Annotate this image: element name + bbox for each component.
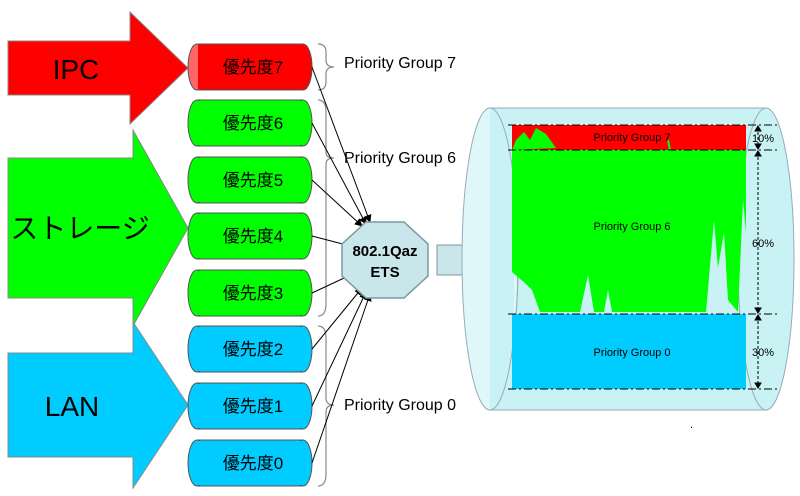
queue-priority-3: 優先度3 xyxy=(187,269,313,317)
ets-line2: ETS xyxy=(370,264,399,281)
queue-6-label: 優先度6 xyxy=(223,114,283,133)
queue-0-label: 優先度0 xyxy=(223,454,283,473)
lan-arrow-shape xyxy=(7,320,189,490)
lan-label: LAN xyxy=(45,391,99,422)
pg6-band xyxy=(512,150,746,312)
chart-pg6-label: Priority Group 6 xyxy=(593,221,670,233)
pg6-percent: 60% xyxy=(752,238,774,250)
queue-5-label: 優先度5 xyxy=(223,171,283,190)
queue-3-label: 優先度3 xyxy=(223,284,283,303)
band-dividers xyxy=(508,124,780,390)
ets-scheduler: 802.1Qaz ETS xyxy=(341,221,429,299)
queue-4-label: 優先度4 xyxy=(223,227,283,246)
pg0-label: Priority Group 0 xyxy=(344,397,456,414)
traffic-class-storage: ストレージ xyxy=(7,128,189,328)
brace-pg7 xyxy=(317,43,335,91)
queue-priority-0: 優先度0 xyxy=(187,439,313,487)
chart-pg7-label: Priority Group 7 xyxy=(593,132,670,144)
pg0-percent: 30% xyxy=(752,347,774,359)
pipe-dot: . xyxy=(690,419,693,431)
queue-priority-2: 優先度2 xyxy=(187,325,313,373)
storage-arrow-shape xyxy=(7,128,189,328)
queue-7-label: 優先度7 xyxy=(223,58,283,77)
pg0-band xyxy=(512,314,746,389)
storage-label: ストレージ xyxy=(10,213,149,244)
pg6-spikes-top xyxy=(512,128,556,150)
queue-to-ets-arrows xyxy=(311,66,372,464)
traffic-class-ipc: IPC xyxy=(7,10,189,126)
output-pipe: Priority Group 7 Priority Group 6 Priori… xyxy=(461,107,795,431)
queue-priority-7: 優先度7 xyxy=(187,43,313,91)
queue-1-label: 優先度1 xyxy=(223,397,283,416)
queue-priority-4: 優先度4 xyxy=(187,212,313,260)
queue-priority-1: 優先度1 xyxy=(187,382,313,430)
pg7-label: Priority Group 7 xyxy=(344,55,456,72)
ets-octagon xyxy=(341,221,429,299)
dimension-arrows xyxy=(754,125,762,389)
queue-priority-5: 優先度5 xyxy=(187,156,313,204)
ets-line1: 802.1Qaz xyxy=(352,243,417,260)
pg7-percent: 10% xyxy=(752,133,774,145)
brace-pg6 xyxy=(317,99,335,317)
pg7-band xyxy=(512,125,746,150)
chart-pg0-label: Priority Group 0 xyxy=(593,347,670,359)
traffic-class-lan: LAN xyxy=(7,320,189,490)
pipe-right-cap xyxy=(737,107,795,411)
queue-2-label: 優先度2 xyxy=(223,340,283,359)
queue-priority-6: 優先度6 xyxy=(187,99,313,147)
ipc-label: IPC xyxy=(53,54,100,85)
pg6-label: Priority Group 6 xyxy=(344,150,456,167)
ipc-arrow-shape xyxy=(7,10,189,126)
